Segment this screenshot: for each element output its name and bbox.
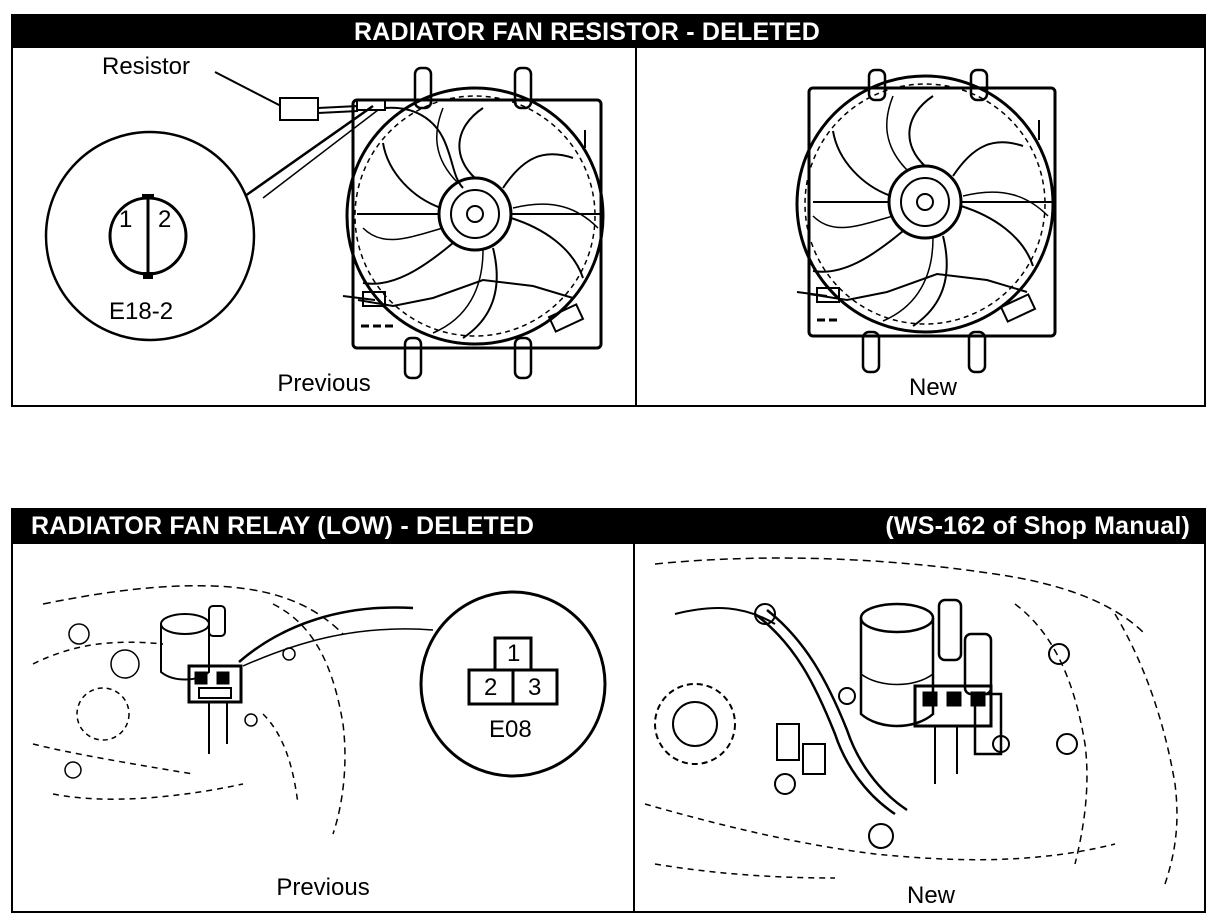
connector-e08-face bbox=[467, 636, 559, 706]
connector-e18-2-pin-1: 1 bbox=[119, 206, 133, 233]
resistor-section-title: RADIATOR FAN RESISTOR - DELETED bbox=[354, 18, 820, 46]
resistor-previous-panel: Resistor bbox=[13, 48, 635, 405]
resistor-label: Resistor bbox=[102, 53, 191, 80]
engine-bay-previous bbox=[32, 585, 434, 835]
relay-panel-divider bbox=[633, 544, 635, 911]
resistor-panel-divider bbox=[635, 48, 637, 405]
connector-e08-name: E08 bbox=[489, 716, 532, 743]
relay-section-reference: (WS-162 of Shop Manual) bbox=[885, 512, 1190, 540]
relay-previous-diagram bbox=[32, 585, 607, 835]
resistor-leader-line bbox=[214, 71, 282, 107]
relay-new-diagram bbox=[644, 557, 1178, 885]
relay-section-banner: RADIATOR FAN RELAY (LOW) - DELETED (WS-1… bbox=[13, 510, 1204, 544]
relay-new-panel: New bbox=[635, 544, 1204, 911]
relay-previous-caption: Previous bbox=[276, 874, 370, 901]
resistor-previous-caption: Previous bbox=[277, 370, 371, 397]
connector-e08-pin-2: 2 bbox=[484, 674, 498, 701]
connector-e18-2-pin-2: 2 bbox=[158, 206, 172, 233]
relay-section: RADIATOR FAN RELAY (LOW) - DELETED (WS-1… bbox=[11, 508, 1206, 913]
resistor-new-panel: New bbox=[637, 48, 1204, 405]
fan-assembly-previous bbox=[342, 66, 605, 380]
connector-e08-pin-3: 3 bbox=[528, 674, 542, 701]
relay-new-caption: New bbox=[906, 882, 956, 909]
relay-section-title: RADIATOR FAN RELAY (LOW) - DELETED bbox=[31, 512, 535, 540]
relay-previous-panel: 1 2 3 E08 Previous bbox=[13, 544, 633, 911]
resistor-new-diagram bbox=[795, 68, 1057, 374]
connector-e08-pin-1: 1 bbox=[507, 640, 521, 667]
resistor-new-caption: New bbox=[908, 374, 958, 401]
resistor-body bbox=[279, 97, 319, 121]
resistor-previous-diagram bbox=[44, 66, 605, 380]
fan-assembly-new bbox=[795, 68, 1057, 374]
engine-bay-new bbox=[644, 557, 1178, 885]
resistor-section: RADIATOR FAN RESISTOR - DELETED Resistor bbox=[11, 14, 1206, 407]
connector-e18-2-name: E18-2 bbox=[109, 298, 174, 325]
resistor-section-banner: RADIATOR FAN RESISTOR - DELETED bbox=[13, 16, 1204, 48]
